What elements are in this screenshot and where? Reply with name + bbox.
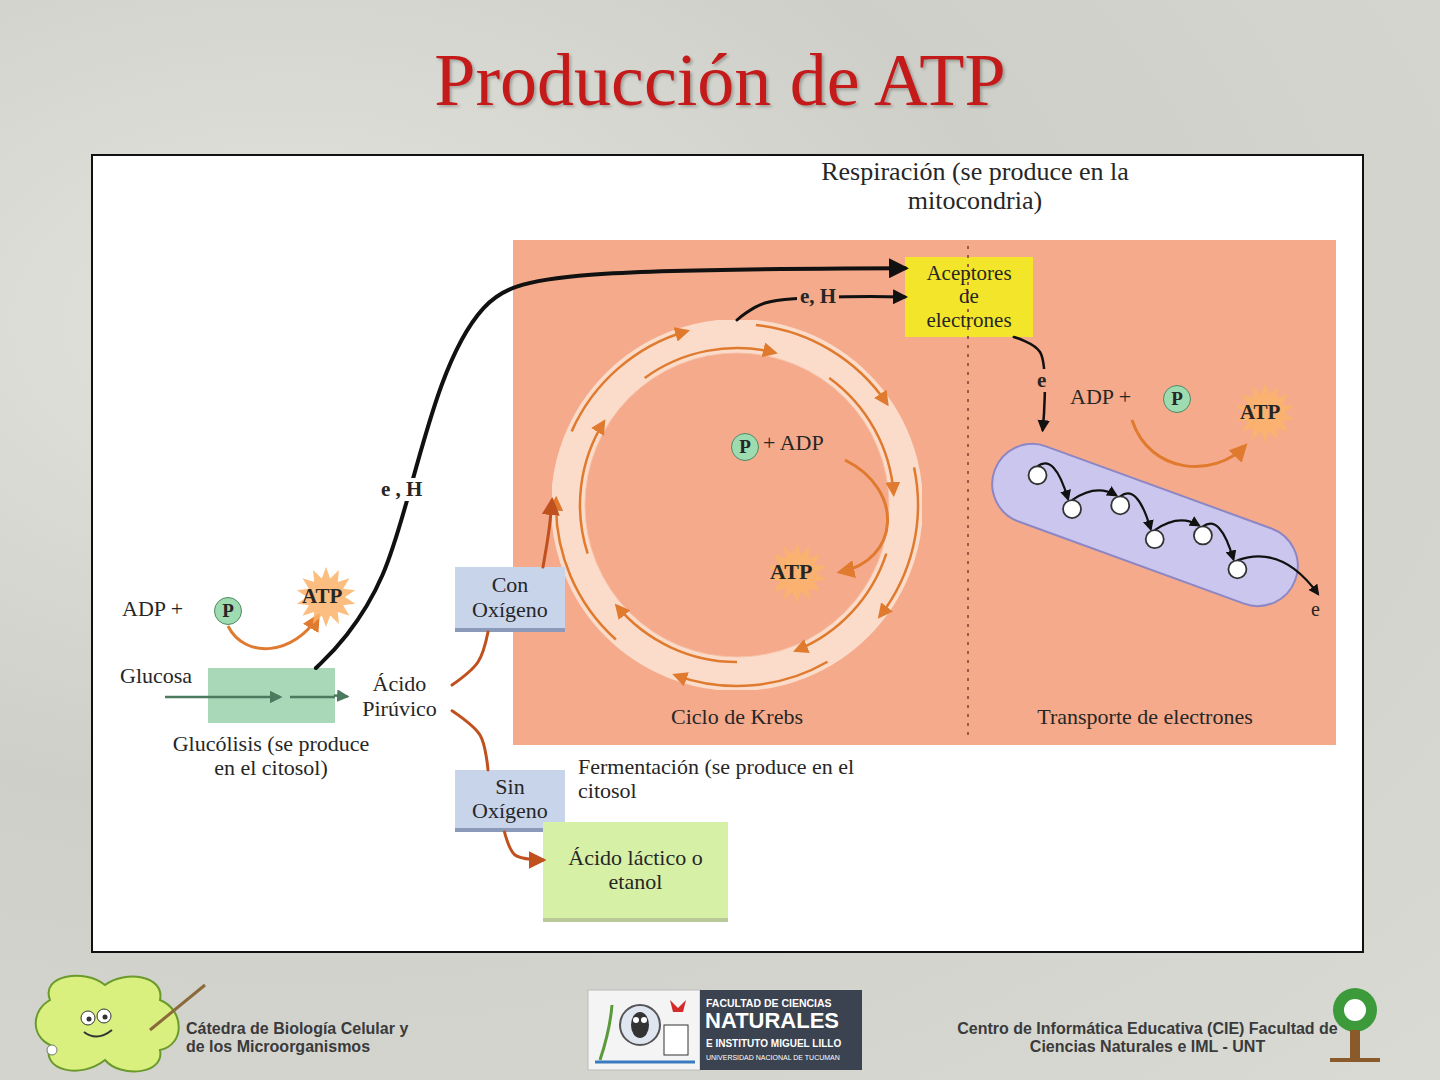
node-label: + ADP [763, 431, 824, 455]
connector-arrow [543, 501, 552, 567]
connector-arrow [335, 696, 347, 697]
condition-box: Con Oxígeno [455, 567, 565, 632]
diagram-label: ADP + [122, 597, 183, 621]
diagram-label: e [1311, 598, 1320, 620]
diagram-label: Glucosa [120, 664, 192, 688]
node-label: Sin Oxígeno [459, 775, 561, 823]
carrier-protein [1194, 526, 1212, 544]
diagram-label: Fermentación (se produce en el citosol [578, 755, 898, 803]
cycle-arrow [880, 467, 918, 616]
footer-text: E INSTITUTO MIGUEL LILLO [706, 1038, 856, 1049]
phosphate-badge: P [731, 433, 759, 461]
node-label: Glucólisis (se produce en el citosol) [161, 732, 381, 780]
connector-label: e, H [797, 285, 839, 308]
atp-burst [1236, 383, 1294, 443]
carrier-protein [1228, 560, 1246, 578]
node-label: Ácido Pirúvico [347, 672, 452, 720]
footer-text: Cátedra de Biología Celular y de los Mic… [186, 1020, 431, 1055]
cycle-arrow [572, 331, 687, 431]
node-label: Transporte de electrones [980, 705, 1310, 729]
cycle-arrow [580, 422, 604, 554]
acceptor-box: Aceptores de electrones [905, 257, 1033, 337]
atp-burst [768, 543, 826, 603]
electron-exit [1237, 556, 1318, 594]
atp-arrow [840, 460, 888, 572]
cycle-arrow [796, 554, 887, 651]
connector-arrow [452, 711, 488, 770]
diagram-label: ATP [302, 585, 342, 608]
diagram-panel [92, 155, 1363, 952]
cycle-arrow [675, 662, 827, 686]
connector-arrow [452, 632, 488, 685]
connector-arrow [505, 832, 544, 860]
node-label: Respiración (se produce en la mitocondri… [765, 158, 1185, 215]
electron-hop [1072, 490, 1116, 500]
phosphate-badge: P [1163, 385, 1191, 413]
condition-box: Sin Oxígeno [455, 770, 565, 832]
glycolysis-arrow [290, 696, 335, 699]
membrane-outline [980, 430, 1310, 620]
node-label: Con Oxígeno [459, 573, 561, 621]
node-label: Aceptores de electrones [915, 262, 1023, 331]
mitochondria-region: Aceptores de electronesP+ ADPATPCiclo de… [513, 240, 1336, 745]
atp-arrow [228, 616, 318, 649]
diagram-label: ATP [1240, 401, 1280, 424]
glycolysis-box: Glucólisis (se produce en el citosol) [208, 668, 335, 723]
cycle-arrow [756, 325, 887, 404]
connector-label: e [1034, 369, 1049, 392]
node-label: Ciclo de Krebs [612, 705, 862, 729]
slide-title: Producción de ATP [0, 40, 1440, 121]
atp-burst [297, 567, 355, 627]
node-label: Ácido láctico o etanol [551, 846, 720, 894]
krebs-cycle: P+ ADP ATP Ciclo de Krebs [552, 320, 922, 740]
carrier-protein [1111, 496, 1129, 514]
cycle-arrow [645, 348, 775, 378]
faculty-logo [588, 990, 862, 1070]
footer-text: NATURALES [705, 1009, 860, 1033]
pyruvate: Ácido Pirúvico [347, 668, 452, 725]
footer-text: UNIVERSIDAD NACIONAL DE TUCUMAN [706, 1054, 860, 1062]
atp-arrow [1132, 420, 1245, 467]
connector-arrow [316, 268, 905, 668]
divider-line [967, 246, 969, 740]
cycle-arrow [556, 499, 616, 640]
glucose-arrow [165, 696, 280, 699]
footer-text: FACULTAD DE CIENCIAS [706, 998, 856, 1010]
diagram-label: ADP + [1070, 385, 1131, 409]
carrier-protein [1146, 530, 1164, 548]
phosphate-badge: P [214, 597, 242, 625]
node-label: ATP [770, 560, 812, 584]
cycle-ring [552, 320, 922, 690]
connector-label: e , H [378, 478, 425, 501]
amoeba-logo [36, 976, 205, 1072]
electron-hop [1155, 520, 1199, 530]
product-box: Ácido láctico o etanol [543, 822, 728, 922]
footer-text: Centro de Informática Educativa (CIE) Fa… [955, 1020, 1340, 1055]
carrier-protein [1063, 500, 1081, 518]
cycle-arrow [829, 378, 893, 494]
cycle-arrow [617, 606, 737, 662]
carrier-protein [1029, 466, 1047, 484]
